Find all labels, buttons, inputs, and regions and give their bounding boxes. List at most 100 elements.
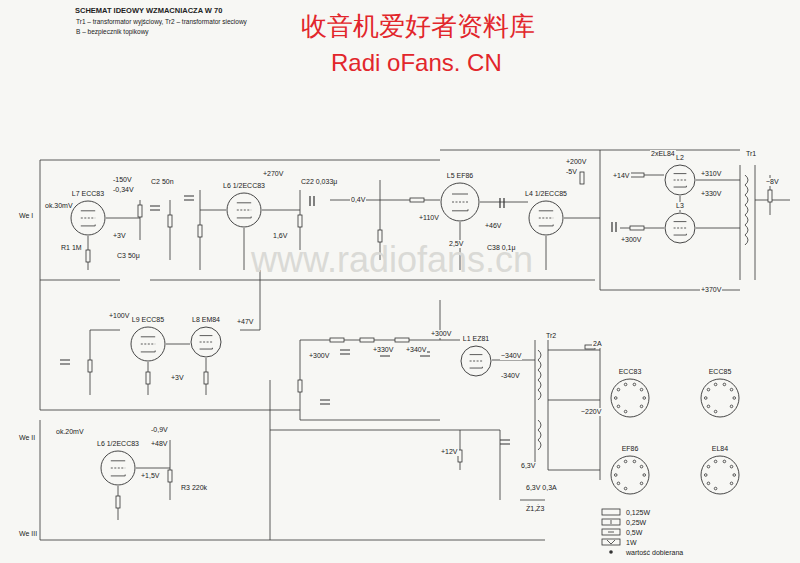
legend-row: 0,125W	[600, 508, 650, 516]
legend-text: 1W	[626, 539, 637, 546]
tube-label: EF86	[621, 445, 640, 453]
value-label: R3 220k	[180, 484, 208, 492]
tube-label: L5 EF86	[446, 172, 474, 180]
value-label: Ż1,Ż3	[525, 505, 545, 513]
socket-pinout: ECC85	[700, 378, 740, 418]
legend-row: 0,25W	[600, 518, 646, 526]
tube-label: L2	[675, 154, 685, 162]
value-label: +300V	[308, 352, 330, 360]
tube-symbol: L8 EM84	[190, 326, 222, 358]
legend-sample	[600, 518, 622, 526]
value-label: +48V	[150, 440, 169, 448]
value-label: Tr1	[745, 150, 757, 158]
legend-text: wartość dobierana	[626, 549, 683, 556]
value-label: +370V	[700, 286, 722, 294]
value-label: +3V	[170, 374, 185, 382]
value-label: +330V	[372, 346, 394, 354]
value-label: 2,5V	[448, 240, 464, 248]
tube-label: ECC85	[708, 368, 733, 376]
tube-symbol: L4 1/2ECC85	[528, 200, 564, 236]
tube-outline	[664, 164, 696, 196]
tube-symbol: L9 ECC85	[130, 326, 166, 362]
legend-text: 0,125W	[626, 509, 650, 516]
tube-outline	[100, 450, 136, 486]
value-label: 6,3V	[520, 462, 536, 470]
tube-label: EL84	[711, 445, 729, 453]
value-label: +110V	[418, 214, 440, 222]
tube-label: L9 ECC85	[131, 316, 165, 324]
value-label: -0,9V	[150, 426, 169, 434]
legend-sample	[600, 508, 622, 516]
tube-outline	[610, 455, 650, 495]
tube-outline	[528, 200, 564, 236]
value-label: 2xEL84	[650, 150, 676, 158]
value-label: ok.30mV	[44, 202, 74, 210]
tube-outline	[700, 378, 740, 418]
legend-row: 1W	[600, 538, 637, 546]
value-label: +270V	[262, 170, 284, 178]
value-label: Tr1 – transformator wyjściowy, Tr2 – tra…	[75, 18, 248, 25]
value-label: 6,3V 0,3A	[525, 484, 558, 492]
value-label: ~340V	[500, 352, 522, 360]
value-label: 0,4V	[350, 196, 366, 204]
tube-label: L6 1/2ECC83	[222, 182, 266, 190]
tube-symbol: L5 EF86	[440, 182, 480, 222]
value-label: +3V	[112, 232, 127, 240]
tube-symbol: L6 1/2ECC83	[226, 192, 262, 228]
legend-sample	[600, 548, 622, 556]
tube-label: L4 1/2ECC85	[524, 190, 568, 198]
legend-row: 0,5W	[600, 528, 642, 536]
value-label: 1,6V	[272, 232, 288, 240]
value-label: C3 50μ	[116, 252, 141, 260]
value-label: B – bezpiecznik topikowy	[75, 28, 150, 35]
value-label: +340V	[405, 346, 427, 354]
tube-label: ECC83	[618, 368, 643, 376]
value-label: C2 50n	[150, 178, 175, 186]
tube-symbol: L2	[664, 164, 696, 196]
legend-text: 0,5W	[626, 529, 642, 536]
value-label: +14V	[612, 172, 631, 180]
value-label: +12V	[440, 448, 459, 456]
schematic-title: SCHEMAT IDEOWY WZMACNIACZA W 70	[75, 6, 222, 15]
value-label: ~220V	[580, 408, 602, 416]
value-label: -0,34V	[112, 186, 135, 194]
value-label: +47V	[236, 318, 255, 326]
watermark: 收音机爱好者资料库	[300, 12, 536, 41]
value-label: +330V	[700, 190, 722, 198]
tube-label: L8 EM84	[191, 316, 221, 324]
watermark: Radi oFans. CN	[330, 50, 503, 76]
value-label: ok.20mV	[55, 428, 85, 436]
tube-symbol: L1 EZ81	[460, 345, 492, 377]
legend-sample	[600, 528, 622, 536]
tube-outline	[190, 326, 222, 358]
socket-pinout: ECC83	[610, 378, 650, 418]
value-label: Tr2	[545, 332, 557, 340]
value-label: C38 0,1μ	[486, 244, 517, 252]
socket-pinout: EF86	[610, 455, 650, 495]
tube-label: L1 EZ81	[462, 335, 490, 343]
value-label: We II	[18, 434, 36, 442]
legend-sample	[600, 538, 622, 546]
tube-symbol: L6 1/2ECC83	[100, 450, 136, 486]
value-label: C22 0,033μ	[300, 178, 338, 186]
socket-pinout: EL84	[700, 455, 740, 495]
value-label: We III	[18, 530, 38, 538]
value-label: R1 1M	[60, 244, 83, 252]
tube-outline	[664, 212, 696, 244]
tube-label: L6 1/2ECC83	[96, 440, 140, 448]
tube-outline	[130, 326, 166, 362]
value-label: ~8V	[765, 178, 780, 186]
value-label: +1,5V	[140, 472, 161, 480]
tube-label: L3	[675, 202, 685, 210]
tube-outline	[610, 378, 650, 418]
value-label: 2A	[592, 340, 603, 348]
value-label: +100V	[108, 312, 130, 320]
tube-outline	[700, 455, 740, 495]
tube-symbol: L7 ECC83	[70, 200, 106, 236]
tube-outline	[70, 200, 106, 236]
legend-row: wartość dobierana	[600, 548, 683, 556]
value-label: -340V	[500, 372, 521, 380]
tube-outline	[440, 182, 480, 222]
tube-label: L7 ECC83	[71, 190, 105, 198]
